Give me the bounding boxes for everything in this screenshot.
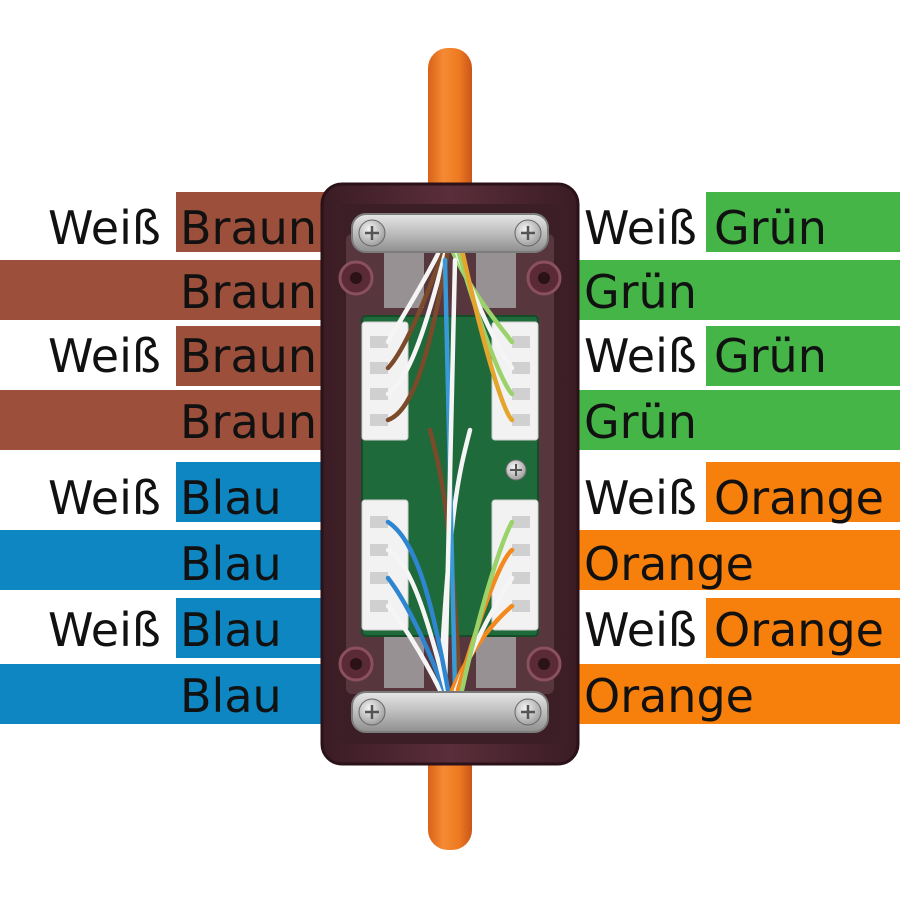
- right-strip-full-3: [576, 530, 900, 590]
- right-label-color-2: Grün: [714, 329, 827, 383]
- left-label-white-1: Weiß: [48, 201, 161, 255]
- cable-top: [428, 48, 472, 218]
- right-label-solid-4: Orange: [584, 669, 754, 723]
- right-label-white-4: Weiß: [584, 603, 697, 657]
- right-label-white-1: Weiß: [584, 201, 697, 255]
- cable-clamp-top: [351, 213, 549, 253]
- right-label-solid-3: Orange: [584, 537, 754, 591]
- left-strip-full-1: [0, 260, 326, 320]
- right-strip-full-1: [576, 260, 900, 320]
- right-label-color-3: Orange: [714, 471, 884, 525]
- left-label-solid-2: Braun: [180, 395, 317, 449]
- left-label-white-4: Weiß: [48, 603, 161, 657]
- left-label-color-2: Braun: [180, 329, 317, 383]
- left-label-white-3: Weiß: [48, 471, 161, 525]
- right-strip-color-2: [706, 326, 900, 386]
- right-strip-color-1: [706, 192, 900, 252]
- left-strip-full-2: [0, 390, 326, 450]
- right-strip-full-2: [576, 390, 900, 450]
- right-label-white-3: Weiß: [584, 471, 697, 525]
- right-label-color-1: Grün: [714, 201, 827, 255]
- left-strip-color-1: [176, 192, 326, 252]
- left-strip-full-3: [0, 530, 326, 590]
- left-label-solid-1: Braun: [180, 265, 317, 319]
- left-label-solid-4: Blau: [180, 669, 282, 723]
- left-strip-color-3: [176, 462, 326, 522]
- wires: [385, 247, 515, 693]
- right-strip-full-4: [576, 664, 900, 724]
- right-strip-color-4: [706, 598, 900, 658]
- left-label-white-2: Weiß: [48, 329, 161, 383]
- right-label-solid-2: Grün: [584, 395, 697, 449]
- idc-block-top-left: [361, 321, 409, 441]
- left-label-solid-3: Blau: [180, 537, 282, 591]
- right-label-solid-1: Grün: [584, 265, 697, 319]
- right-label-color-4: Orange: [714, 603, 884, 657]
- left-strip-color-4: [176, 598, 326, 658]
- left-strip-full-4: [0, 664, 326, 724]
- left-label-color-4: Blau: [180, 603, 282, 657]
- left-label-color-3: Blau: [180, 471, 282, 525]
- left-strip-color-2: [176, 326, 326, 386]
- right-label-white-2: Weiß: [584, 329, 697, 383]
- right-strip-color-3: [706, 462, 900, 522]
- idc-block-bottom-right: [491, 499, 539, 631]
- idc-block-top-right: [491, 321, 539, 441]
- cable-clamp-bottom: [351, 691, 549, 733]
- left-label-color-1: Braun: [180, 201, 317, 255]
